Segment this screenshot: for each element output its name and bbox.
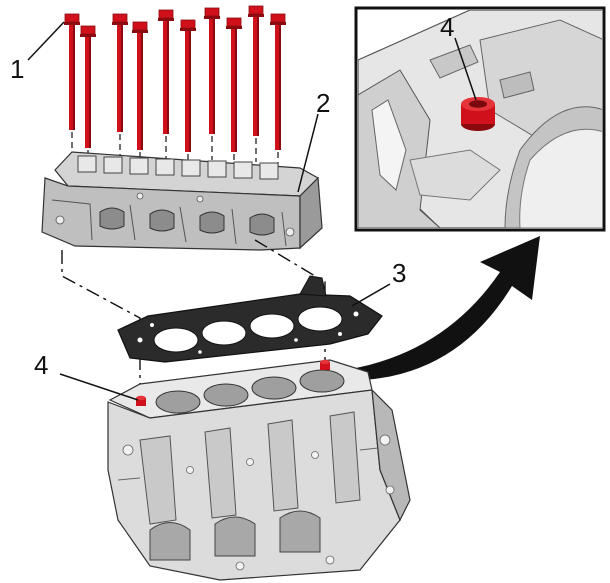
curved-arrow-icon xyxy=(330,236,540,381)
callouts: 1 2 3 4 xyxy=(10,21,406,401)
leader-line xyxy=(297,113,319,193)
callout-head-gasket: 3 xyxy=(392,258,406,288)
head-bolt-icon xyxy=(158,9,174,134)
head-bolt-icon xyxy=(132,21,148,150)
leader-line xyxy=(59,373,139,401)
head-bolt-icon xyxy=(204,7,220,134)
callout-dowel-sleeve: 4 xyxy=(34,350,48,380)
leader-line xyxy=(27,21,65,61)
engine-block xyxy=(107,359,411,581)
callout-dowel-sleeve-detail: 4 xyxy=(440,12,454,42)
dowel-sleeve-rear-icon xyxy=(320,359,330,370)
cylinder-head xyxy=(41,151,323,251)
head-bolt-icon xyxy=(80,25,96,148)
head-bolt-icon xyxy=(64,13,80,130)
leader-line xyxy=(351,283,391,307)
head-bolt-icon xyxy=(180,19,196,152)
head-bolt-icon xyxy=(226,17,242,152)
head-bolt-icon xyxy=(270,13,286,150)
cylinder-head-bolts xyxy=(64,5,286,178)
head-gasket xyxy=(117,275,383,363)
leader-line xyxy=(454,37,477,101)
dowel-sleeve-detail-icon xyxy=(461,97,495,131)
head-bolt-icon xyxy=(248,5,264,136)
dowel-sleeve-front-icon xyxy=(136,395,146,406)
callout-bolts: 1 xyxy=(10,54,24,84)
detail-inset: 4 xyxy=(354,6,606,232)
callout-cylinder-head: 2 xyxy=(316,88,330,118)
head-bolt-icon xyxy=(112,13,128,132)
